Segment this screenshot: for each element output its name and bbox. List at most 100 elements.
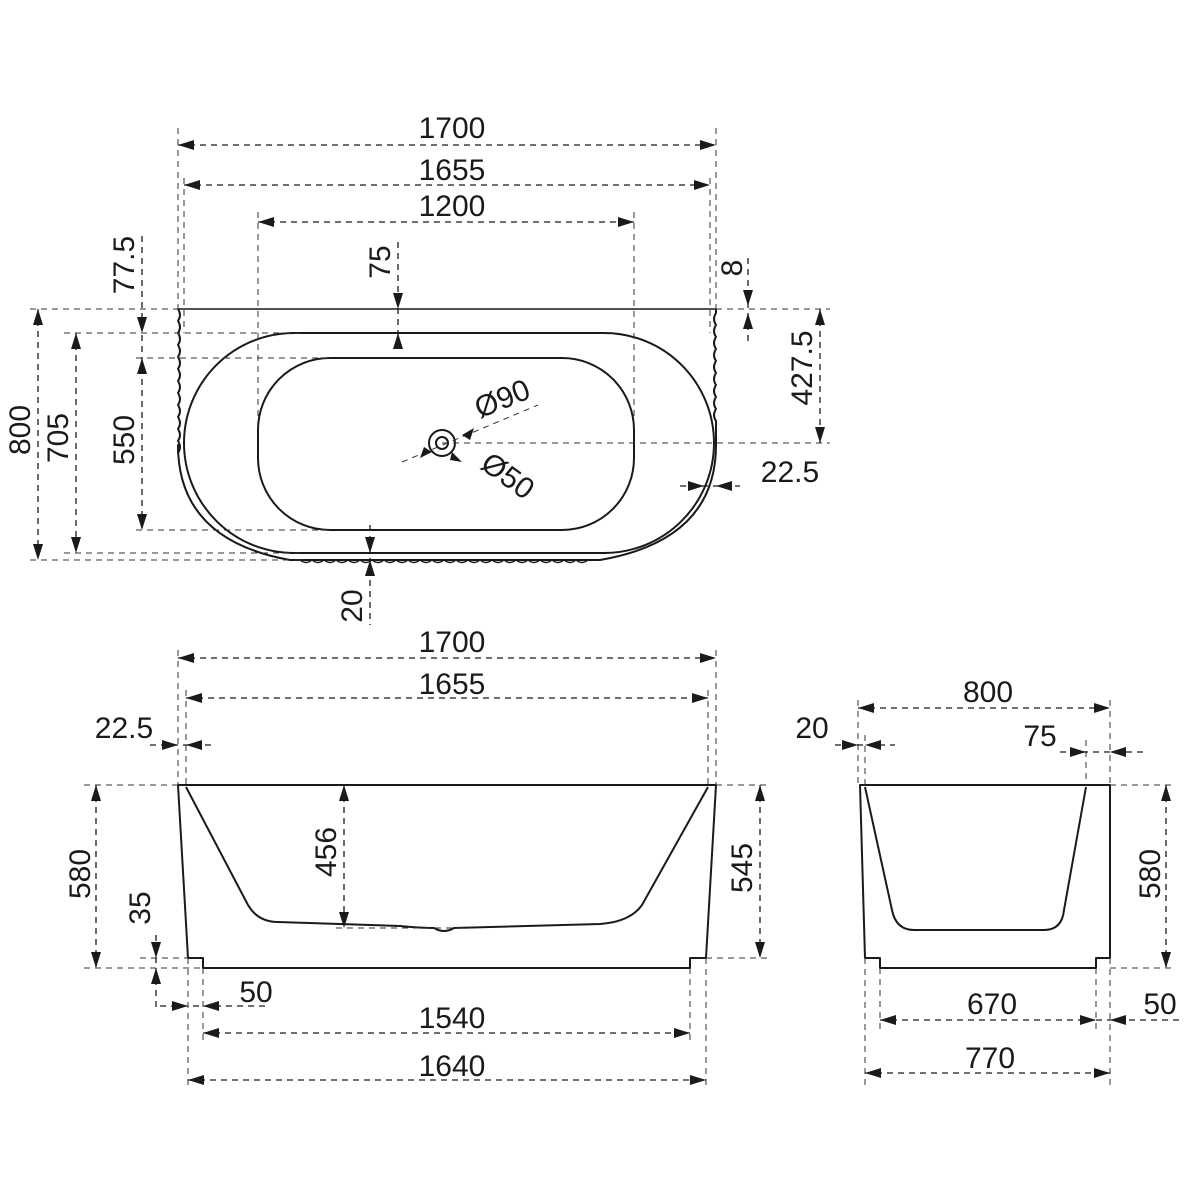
- arrowhead: [743, 313, 753, 329]
- top-dim-overall-width: 800: [4, 405, 37, 455]
- top-dim-basin-width: 550: [108, 415, 141, 465]
- top-dim-wall-step: 8: [716, 260, 749, 277]
- front-body-outline: [177, 784, 717, 969]
- arrowhead: [33, 309, 43, 325]
- side-dim-base-inner-width: 670: [967, 988, 1017, 1021]
- front-dim-side-offset: 22.5: [95, 712, 153, 745]
- arrowhead: [755, 942, 765, 958]
- top-dim-drain-inner: Ø50: [475, 446, 540, 506]
- front-dim-inner-depth: 456: [310, 827, 343, 877]
- top-view: 1700 1655 1200 75 77.5 550 705 800: [4, 112, 830, 625]
- arrowhead: [618, 217, 634, 227]
- arrowhead: [1161, 952, 1171, 968]
- arrowhead: [258, 217, 274, 227]
- arrowhead: [1080, 1015, 1096, 1025]
- arrowhead: [815, 427, 825, 443]
- arrowhead: [365, 537, 375, 553]
- side-dim-overall-height: 580: [1134, 849, 1167, 899]
- side-body-outline: [859, 784, 1111, 969]
- drain-arrow: [462, 428, 474, 440]
- arrowhead: [1161, 785, 1171, 801]
- top-dim-overall-length: 1700: [419, 112, 486, 145]
- arrowhead: [178, 653, 194, 663]
- arrowhead: [858, 703, 874, 713]
- top-dim-drain-depth: 427.5: [786, 330, 819, 405]
- front-dim-plinth-height: 35: [124, 891, 157, 924]
- top-basin-outline: [257, 357, 635, 531]
- arrowhead: [690, 1075, 706, 1085]
- arrowhead: [71, 333, 81, 349]
- top-dim-inner-length: 1200: [419, 190, 486, 223]
- front-basin-outline: [185, 786, 709, 932]
- arrowhead: [151, 968, 161, 984]
- arrowhead: [1070, 747, 1086, 757]
- arrowhead: [184, 180, 200, 190]
- arrowhead: [178, 140, 194, 150]
- arrowhead: [339, 785, 349, 801]
- side-basin-outline: [864, 786, 1087, 931]
- arrowhead: [137, 514, 147, 530]
- drain-arrow: [450, 452, 462, 462]
- arrowhead: [692, 693, 708, 703]
- arrowhead: [880, 1015, 896, 1025]
- arrowhead: [1094, 703, 1110, 713]
- arrowhead: [91, 785, 101, 801]
- arrowhead: [151, 942, 161, 958]
- arrowhead: [137, 317, 147, 333]
- arrowhead: [700, 140, 716, 150]
- arrowhead: [365, 560, 375, 576]
- front-dim-body-length: 1655: [419, 668, 486, 701]
- side-dim-overall-width: 800: [963, 676, 1013, 709]
- top-dim-rim-offset: 77.5: [108, 236, 141, 294]
- arrowhead: [674, 1028, 690, 1038]
- arrowhead: [393, 293, 403, 309]
- arrowhead: [716, 481, 732, 491]
- arrowhead: [71, 537, 81, 553]
- side-dim-plinth-inset: 50: [1143, 988, 1176, 1021]
- top-dim-body-length: 1655: [419, 154, 486, 187]
- front-dim-body-height: 545: [726, 843, 759, 893]
- top-dim-rim-thickness: 20: [336, 589, 369, 622]
- arrowhead: [743, 290, 753, 306]
- arrowhead: [137, 358, 147, 374]
- arrowhead: [1110, 1015, 1126, 1025]
- arrowhead: [188, 1075, 204, 1085]
- arrowhead: [815, 309, 825, 325]
- arrowhead: [162, 740, 178, 750]
- arrowhead: [755, 785, 765, 801]
- arrowhead: [865, 1068, 881, 1078]
- top-dim-drain-outer: Ø90: [470, 373, 535, 425]
- front-dim-base-length: 1640: [419, 1050, 486, 1083]
- arrowhead: [339, 912, 349, 928]
- arrowhead: [91, 952, 101, 968]
- arrowhead: [865, 740, 881, 750]
- arrowhead: [186, 693, 202, 703]
- arrowhead: [700, 653, 716, 663]
- arrowhead: [688, 481, 704, 491]
- top-dim-rim-width: 705: [42, 413, 75, 463]
- side-dim-rim-offset: 20: [795, 712, 828, 745]
- arrowhead: [203, 1001, 219, 1011]
- side-view: 800 20 75 580 670 50 770: [795, 676, 1180, 1085]
- front-dim-overall-length: 1700: [419, 626, 486, 659]
- arrowhead: [694, 180, 710, 190]
- top-rim-outline: [183, 332, 715, 554]
- side-dim-base-width: 770: [965, 1042, 1015, 1075]
- front-view: 1700 1655 22.5 580 456 545 35 5: [64, 626, 770, 1090]
- drain-arrow: [420, 447, 432, 458]
- top-fluted-outline: [177, 308, 717, 561]
- top-fluting-bottom: [299, 559, 589, 564]
- arrowhead: [393, 333, 403, 349]
- arrowhead: [203, 1028, 219, 1038]
- front-dim-overall-height: 580: [64, 849, 97, 899]
- arrowhead: [842, 740, 858, 750]
- arrowhead: [33, 544, 43, 560]
- top-dim-drain-offset: 75: [364, 245, 397, 278]
- arrowhead: [186, 740, 202, 750]
- side-dim-back-wall: 75: [1023, 720, 1056, 753]
- arrowhead: [1094, 1068, 1110, 1078]
- arrowhead: [172, 1001, 188, 1011]
- top-dim-fluting-depth: 22.5: [761, 456, 819, 489]
- front-dim-plinth-inset: 50: [239, 976, 272, 1009]
